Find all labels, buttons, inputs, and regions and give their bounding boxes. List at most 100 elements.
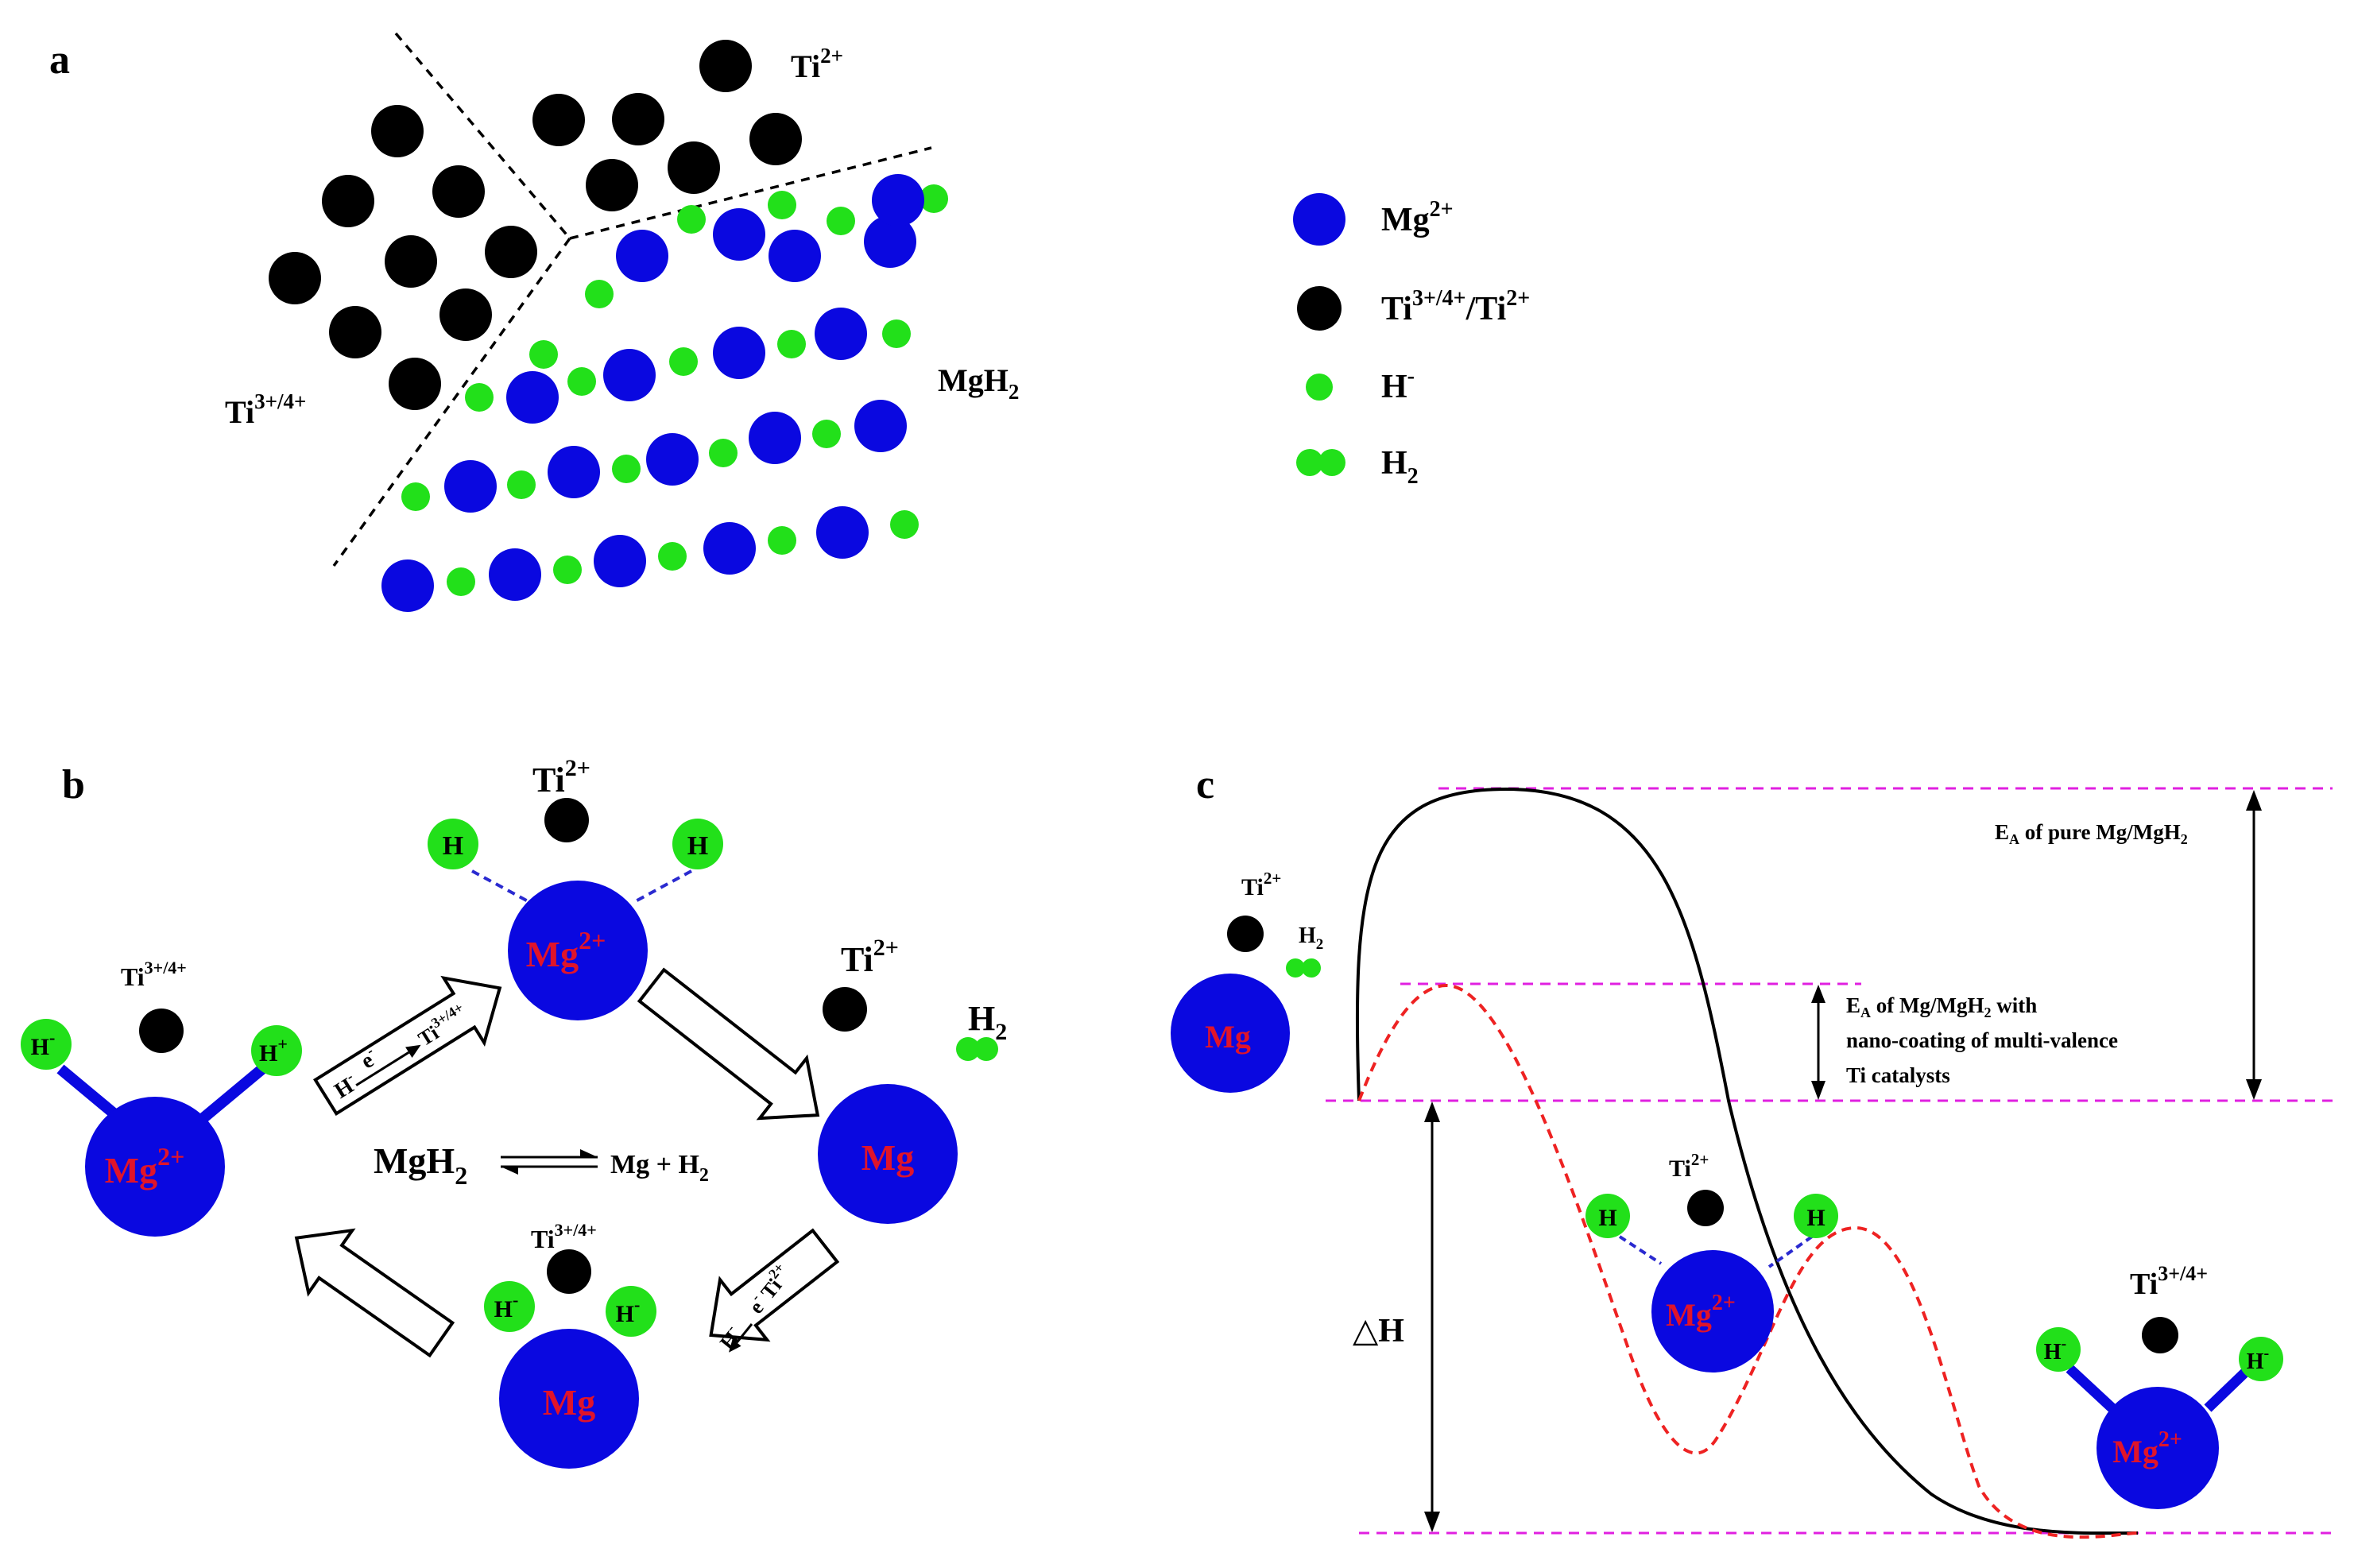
- mg-atom: [1171, 974, 1290, 1093]
- h-atom: [672, 819, 723, 869]
- mg-ion: [769, 230, 821, 282]
- ti-atom: [544, 798, 589, 842]
- mgh2-region-label: MgH2: [938, 362, 1019, 404]
- panel-c: c EA of pure Mg/MgH2 EA of Mg/MgH2 with …: [1171, 762, 2333, 1539]
- h-minus-label: H-: [616, 1295, 641, 1327]
- h2-molecule-a: [1286, 958, 1305, 978]
- h-minus-atom: [606, 1286, 656, 1337]
- arrow-bottom-electron: [729, 1323, 753, 1353]
- h-minus-atom: [2036, 1327, 2081, 1372]
- equilibrium-forward-head: [580, 1149, 598, 1157]
- ti-atom: [547, 1249, 591, 1294]
- grain-boundary-top: [394, 32, 571, 240]
- h-minus-atom: [21, 1019, 72, 1070]
- equilibrium-reverse-head: [501, 1167, 518, 1175]
- ti-atom: [2142, 1317, 2178, 1353]
- h-ion: [882, 319, 911, 348]
- pure-energy-curve: [1355, 787, 2139, 1535]
- ti-atom: [371, 105, 424, 157]
- h-ion: [567, 367, 596, 396]
- legend-h2-marker-b: [1318, 449, 1345, 476]
- h-plus-label: H+: [259, 1034, 288, 1067]
- ti-atom: [1227, 916, 1264, 952]
- reaction-right: Mg + H2: [610, 1150, 709, 1186]
- mg-ion: [506, 371, 559, 424]
- mg-h-bond: [2204, 1365, 2253, 1412]
- h-ion: [658, 542, 687, 571]
- mg-ion: [749, 412, 801, 464]
- state-b-right: Ti2+ H2 Mg: [818, 935, 1007, 1224]
- state-b-top: Ti2+ H H Mg2+: [428, 755, 723, 1020]
- ti-atom: [1687, 1190, 1724, 1226]
- mg-ion: [616, 230, 668, 282]
- state-b-left: Ti3+/4+ H- H+ Mg2+: [21, 958, 302, 1237]
- h-atom-label: H: [687, 831, 708, 861]
- ti-atom: [586, 159, 638, 211]
- ti-atom: [269, 252, 321, 304]
- state-c-middle: Ti2+ H H Mg2+: [1585, 1150, 1838, 1372]
- mg-ion: [594, 535, 646, 587]
- legend-h2-marker-a: [1296, 449, 1323, 476]
- mg-ion: [489, 548, 541, 601]
- state-c-left: Ti2+ H2 Mg: [1171, 869, 1323, 1093]
- h-ion: [465, 383, 494, 412]
- ti-atom: [699, 40, 752, 92]
- ti-atom: [485, 226, 537, 278]
- arrow-left-to-top: H- e- Ti3+/4+: [312, 975, 502, 1116]
- grain-boundary-left: [332, 237, 571, 567]
- h-ion: [585, 280, 614, 308]
- mg-ion-label: Mg2+: [105, 1142, 185, 1191]
- h-plus-atom: [251, 1025, 302, 1076]
- legend-mg-marker: [1293, 193, 1345, 246]
- h-atom: [1585, 1194, 1630, 1238]
- h-ion: [777, 330, 806, 358]
- h-bond-left: [471, 869, 532, 904]
- mg-atom: [499, 1329, 639, 1469]
- arrow-top-to-right: [637, 967, 820, 1121]
- h-ion: [507, 470, 536, 499]
- mg-ion: [872, 174, 924, 226]
- ti-atom: [823, 987, 867, 1032]
- state-c-right: Ti3+/4+ H- H- Mg2+: [2036, 1262, 2283, 1509]
- mg-ion: [854, 400, 907, 452]
- h2-molecule-b: [1302, 958, 1321, 978]
- h2-molecule-b: [974, 1037, 998, 1061]
- mg-ion: [864, 215, 916, 268]
- mg-ion: [508, 881, 648, 1020]
- h-atom-label: H: [1806, 1205, 1825, 1231]
- ea-pure-label: EA of pure Mg/MgH2: [1995, 820, 2188, 847]
- state-b-bottom: Ti3+/4+ H- H- Mg: [484, 1220, 656, 1469]
- delta-h-arrow: [1424, 1101, 1440, 1532]
- h-minus-label: H-: [31, 1028, 56, 1060]
- mg-ion-label: Mg2+: [1666, 1291, 1736, 1333]
- catalyzed-energy-curve: [1357, 983, 2139, 1539]
- reaction-equation: MgH2 Mg + H2: [374, 1140, 709, 1190]
- mg-ion: [2097, 1387, 2219, 1509]
- panel-a-label: a: [49, 37, 70, 83]
- ti-atom: [668, 141, 720, 194]
- mg-ion-label: Mg2+: [526, 926, 606, 974]
- h-minus-label: H-: [2044, 1335, 2066, 1365]
- h-atom: [1794, 1194, 1838, 1238]
- ea-coated-label-line1: EA of Mg/MgH2 with: [1846, 993, 2037, 1020]
- ea-coated-arrow: [1811, 985, 1826, 1100]
- h-ion: [812, 420, 841, 448]
- ti-atom: [385, 235, 437, 288]
- arrow-bottom-to-left: [294, 1228, 455, 1358]
- mg-atom-label: Mg: [861, 1137, 914, 1178]
- mgh2-lattice: [381, 174, 948, 612]
- arrow-right-to-bottom: [709, 1228, 840, 1342]
- ea-coated-label-line3: Ti catalysts: [1846, 1063, 1950, 1087]
- mg-ion: [646, 433, 699, 486]
- h-ion: [827, 207, 855, 235]
- mg-atom: [818, 1084, 958, 1224]
- ti-atom: [749, 113, 802, 165]
- reaction-left: MgH2: [374, 1140, 467, 1190]
- panel-a: a Ti3+/4+ Ti2+: [49, 32, 1530, 612]
- mg-ion: [713, 327, 765, 379]
- electron-transfer-arrowhead: [405, 1044, 421, 1059]
- h-ion: [890, 510, 919, 539]
- panel-b-label: b: [62, 762, 85, 807]
- mg-ion: [1651, 1250, 1774, 1372]
